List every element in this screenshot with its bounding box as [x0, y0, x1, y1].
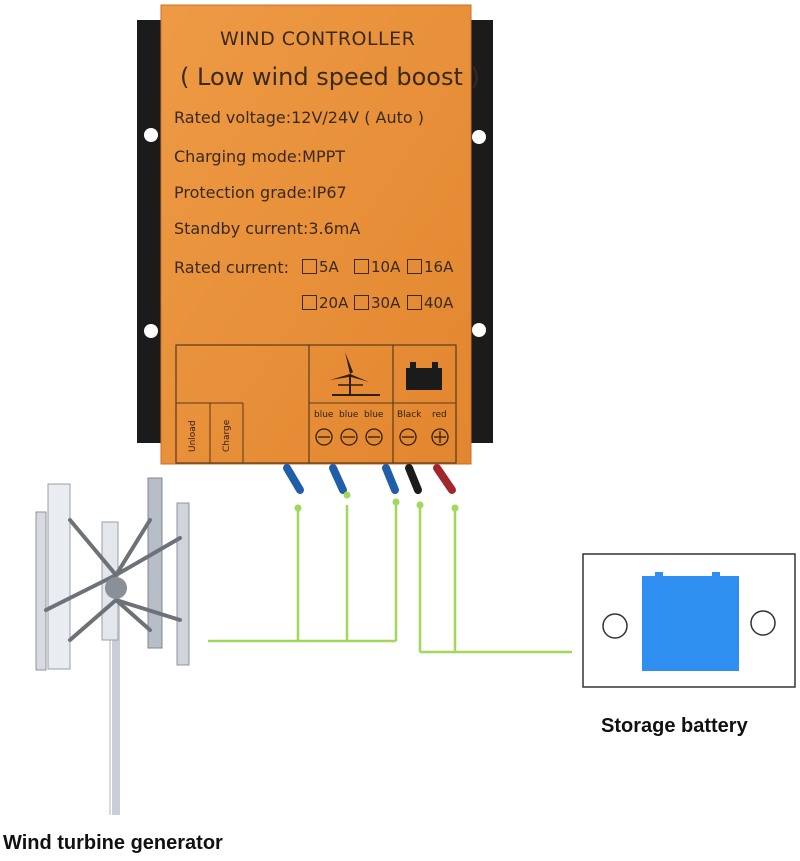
terminal-label-red: red	[432, 410, 447, 420]
wind-turbine	[35, 477, 190, 815]
terminal-label-blue-2: blue	[339, 410, 359, 420]
terminal-label-blue-1: blue	[314, 410, 334, 420]
controller-title: WIND CONTROLLER	[220, 28, 416, 50]
charge-label: Charge	[222, 419, 232, 452]
terminal-screws	[315, 428, 449, 446]
protection-grade: Protection grade:IP67	[174, 183, 347, 202]
rated-current-label: Rated current:	[174, 258, 290, 277]
mount-hole-top-right	[472, 130, 486, 144]
wind-turbine-label: Wind turbine generator	[3, 832, 223, 854]
charging-mode: Charging mode:MPPT	[174, 147, 346, 166]
turbine-symbol-icon	[330, 352, 380, 396]
current-option-16a: 16A	[407, 258, 453, 276]
green-wiring	[208, 502, 572, 654]
mount-hole-bottom-right	[472, 323, 486, 337]
cables	[283, 464, 456, 494]
storage-battery-label: Storage battery	[601, 715, 748, 737]
terminal-label-black: Black	[397, 410, 422, 420]
wire-dots	[294, 491, 459, 512]
battery-symbol-icon	[406, 362, 442, 390]
storage-battery	[582, 553, 796, 688]
controller-subtitle: ( Low wind speed boost )	[180, 63, 480, 91]
unload-label: Unload	[188, 420, 198, 452]
current-option-20a: 20A	[302, 294, 348, 312]
terminal-panel	[175, 344, 457, 464]
current-option-5a: 5A	[302, 258, 339, 276]
current-option-30a: 30A	[354, 294, 400, 312]
current-option-10a: 10A	[354, 258, 400, 276]
rated-voltage: Rated voltage:12V/24V ( Auto )	[174, 108, 424, 127]
terminal-label-blue-3: blue	[364, 410, 384, 420]
current-option-40a: 40A	[407, 294, 453, 312]
mount-hole-top-left	[144, 128, 158, 142]
standby-current: Standby current:3.6mA	[174, 219, 361, 238]
mount-hole-bottom-left	[144, 324, 158, 338]
